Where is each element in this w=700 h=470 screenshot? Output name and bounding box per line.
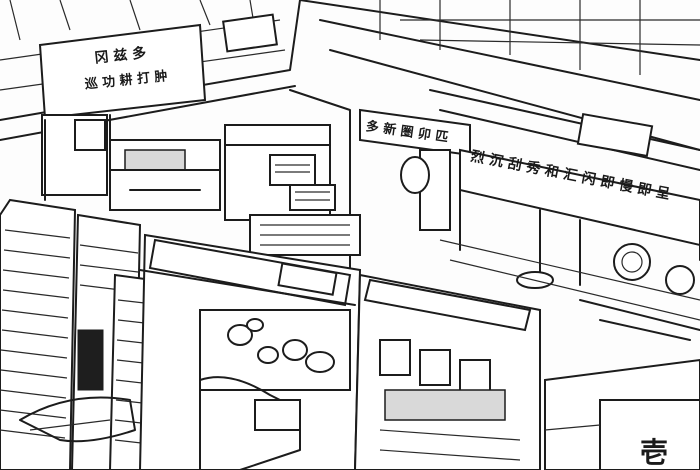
- wall-poster: [74, 119, 106, 151]
- main-counter: [138, 233, 362, 470]
- clock-icon: [613, 243, 651, 281]
- right-counter: [353, 273, 541, 470]
- right-shelves: [400, 89, 700, 321]
- lower-right-sign: 壱: [640, 436, 668, 469]
- center-banner: 多 新 圏 卯 匹: [359, 108, 471, 157]
- upper-left-sign: 冈 兹 多 巡 功 耕 打 肿: [38, 23, 207, 120]
- upper-left-sign-line1: 冈 兹 多: [94, 44, 147, 66]
- register-machines: [109, 124, 361, 256]
- lower-right-area: 壱: [544, 299, 700, 470]
- barcode-scanner-icon: [254, 399, 301, 431]
- scanner-area: [19, 376, 301, 470]
